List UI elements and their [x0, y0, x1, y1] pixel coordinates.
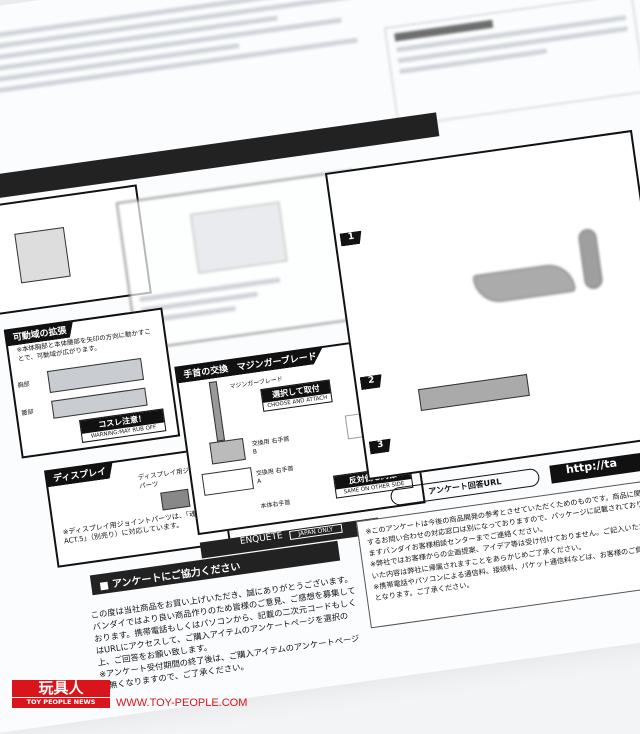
hand-body-label: 本体右手首: [260, 499, 291, 511]
toy-people-logo: 玩具人 TOY PEOPLE NEWS: [12, 680, 110, 708]
step-1: 1: [340, 231, 364, 247]
warning-badge: コスレ注意！WARNING:MAY RUB OFF: [79, 408, 167, 443]
panel-steps: 1 2 3: [324, 129, 640, 481]
hand-a-label: 交換用 右手首A: [255, 465, 295, 486]
label-waist: 腰部: [21, 408, 34, 418]
label-chest: 胸部: [17, 380, 31, 390]
hand-b-label: 交換用 右手首B: [251, 435, 290, 456]
watermark-url: WWW.TOY-PEOPLE.COM: [116, 697, 248, 709]
logo-subtext: TOY PEOPLE NEWS: [12, 697, 110, 706]
step-3: 3: [369, 439, 393, 455]
panel-range-of-motion: 可動域の拡張 ※本体胸部と本体腰部を矢印の方向に動かすことで、可動域が広がります…: [3, 307, 181, 459]
step-2: 2: [360, 374, 384, 390]
logo-text: 玩具人: [38, 679, 84, 697]
